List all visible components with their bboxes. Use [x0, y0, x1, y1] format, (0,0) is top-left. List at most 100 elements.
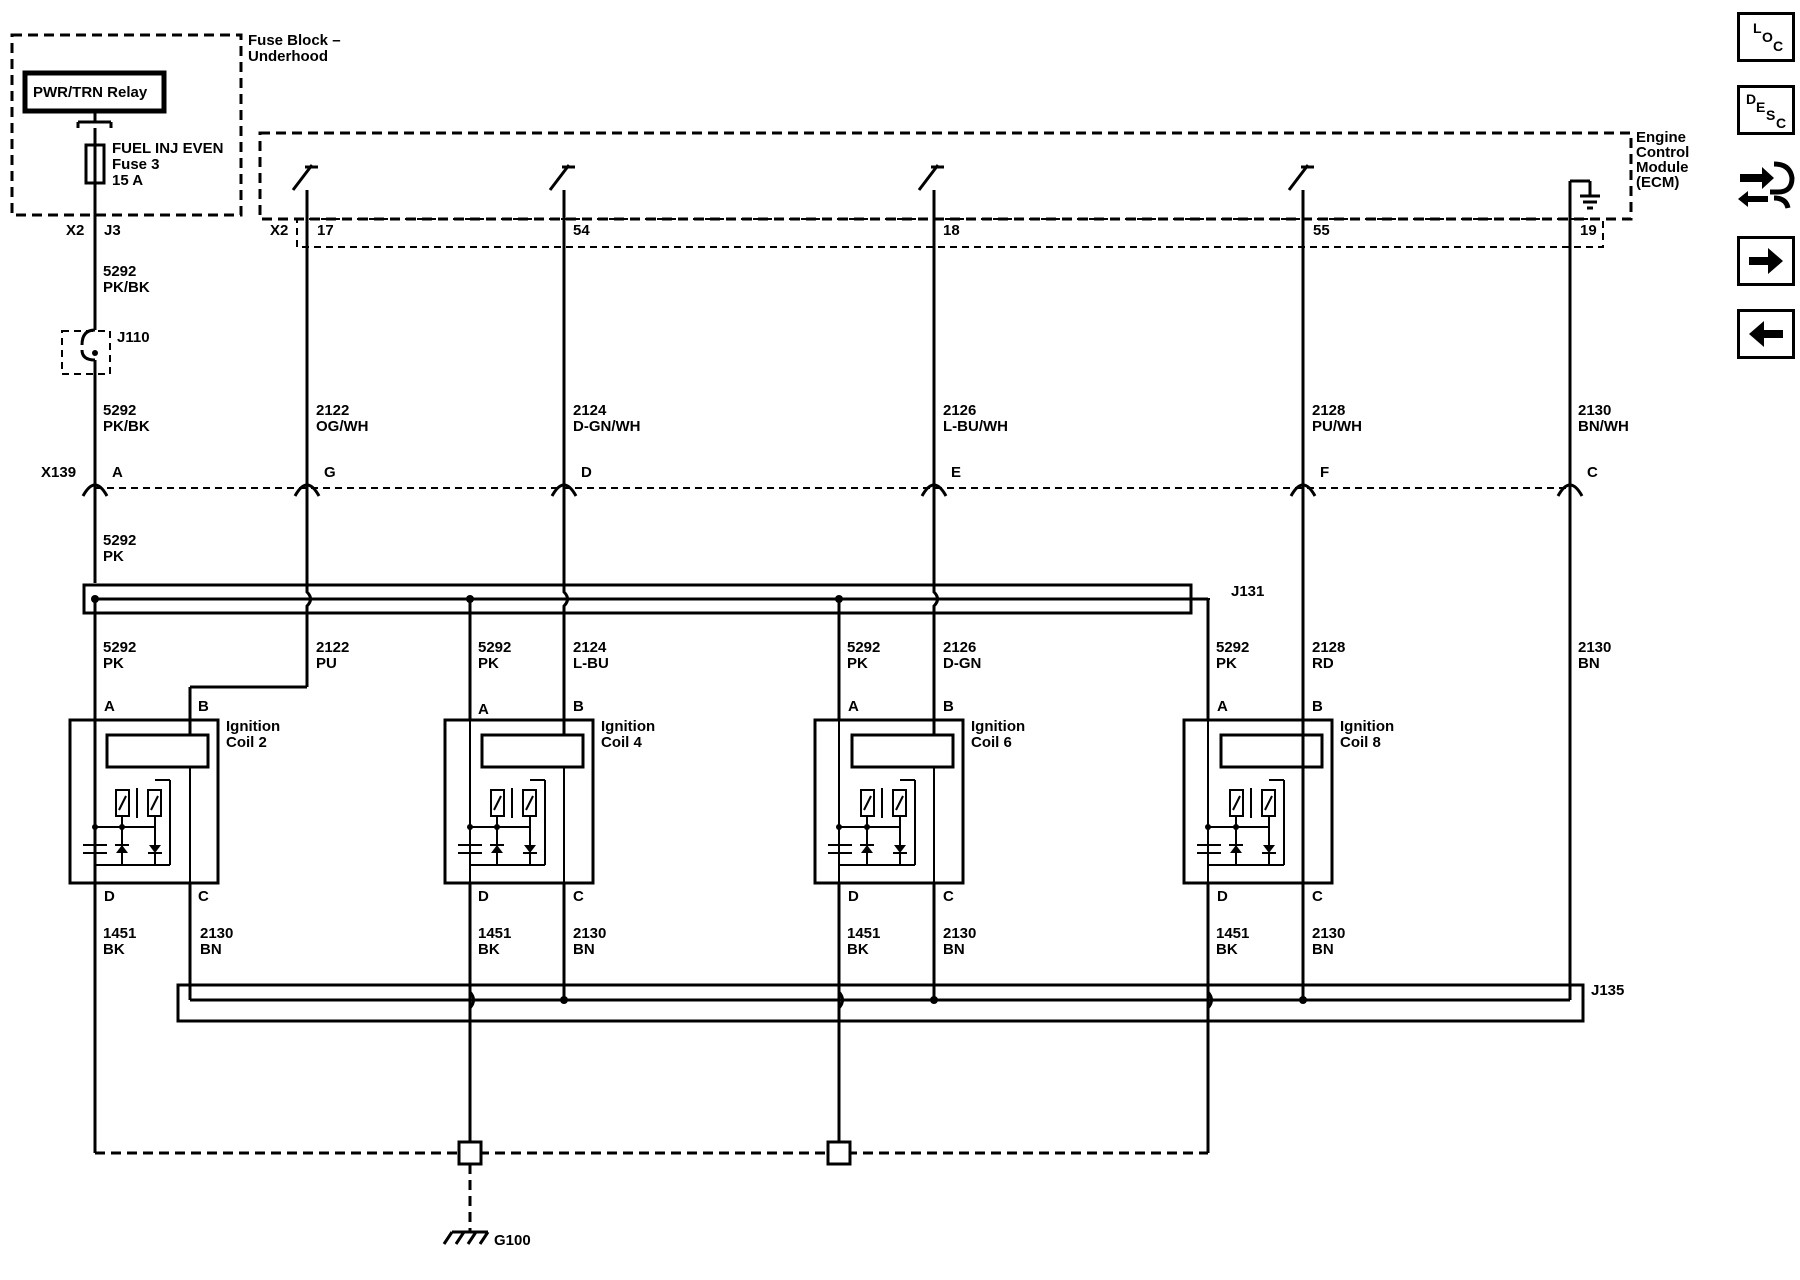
mid-c2: 2122	[316, 639, 349, 656]
c8-pin-a: A	[1217, 698, 1228, 715]
ecm-outline	[258, 131, 1633, 221]
x139-terminals	[81, 483, 1584, 505]
c4-pin-a: A	[478, 701, 489, 718]
ignition-coil-4	[443, 718, 595, 885]
bot-c8: 2130	[1312, 925, 1345, 942]
c4-pin-d: D	[478, 888, 489, 905]
mid-col3: PK	[478, 655, 499, 672]
wire-label-c3: 2122	[316, 402, 349, 419]
bot-col1: BK	[103, 941, 125, 958]
fuse-block-title-1: Fuse Block –	[248, 32, 341, 49]
wire-label-c2: 5292	[103, 402, 136, 419]
coil6-l2: Coil 6	[971, 734, 1012, 751]
bot-col4: BN	[573, 941, 595, 958]
bot-col7: BK	[1216, 941, 1238, 958]
mid-c3: 5292	[478, 639, 511, 656]
bot-c2: 2130	[200, 925, 233, 942]
c6-pin-d: D	[848, 888, 859, 905]
wire-label-col1: PK/BK	[103, 279, 150, 296]
coil4-l1: Ignition	[601, 718, 655, 735]
loc-letter-o: O	[1762, 29, 1773, 45]
c2-pin-c: C	[198, 888, 209, 905]
ecm-pin-17: 17	[317, 222, 334, 239]
coil2-l2: Coil 2	[226, 734, 267, 751]
c2-pin-b: B	[198, 698, 209, 715]
coil6-l1: Ignition	[971, 718, 1025, 735]
ignition-coil-8	[1182, 718, 1334, 885]
bot-col3: BK	[478, 941, 500, 958]
mid-col5: PK	[847, 655, 868, 672]
ecm-pin-54: 54	[573, 222, 590, 239]
mid-col4: L-BU	[573, 655, 609, 672]
c8-pin-b: B	[1312, 698, 1323, 715]
wire-label-col4: D-GN/WH	[573, 418, 641, 435]
location-view-button[interactable]: L O C	[1737, 12, 1795, 62]
j110-label: J110	[117, 329, 150, 346]
ignition-coil-2	[68, 718, 220, 885]
ecm-label-2: Control	[1636, 144, 1689, 161]
bot-c3: 1451	[478, 925, 511, 942]
ecm-conn: X2	[270, 222, 288, 239]
coil8-l2: Coil 8	[1340, 734, 1381, 751]
fuse-num: Fuse 3	[112, 156, 160, 173]
bot-col8: BN	[1312, 941, 1334, 958]
fuse-conn: X2	[66, 222, 84, 239]
c6-pin-c: C	[943, 888, 954, 905]
mid-c4: 2124	[573, 639, 607, 656]
wire-label-col3: OG/WH	[316, 418, 369, 435]
wire-label-c6: 2128	[1312, 402, 1345, 419]
fuse-block-title-2: Underhood	[248, 48, 328, 65]
bot-col6: BN	[943, 941, 965, 958]
ecm-label-1: Engine	[1636, 129, 1686, 146]
mid-c9: 2130	[1578, 639, 1611, 656]
desc-letter-e: E	[1756, 99, 1765, 115]
mid-col8: RD	[1312, 655, 1334, 672]
bot-c7: 1451	[1216, 925, 1249, 942]
ground-splice-1	[457, 1140, 483, 1166]
desc-letter-d: D	[1746, 91, 1756, 107]
c6-pin-b: B	[943, 698, 954, 715]
mid-col7: PK	[1216, 655, 1237, 672]
bot-c4: 2130	[573, 925, 606, 942]
description-view-button[interactable]: D E S C	[1737, 85, 1795, 135]
wire-label-col2: PK/BK	[103, 418, 150, 435]
c4-pin-c: C	[573, 888, 584, 905]
ecm-driver-switches	[291, 164, 1600, 210]
ecm-label-4: (ECM)	[1636, 174, 1679, 191]
x139-pin-g: G	[324, 464, 336, 481]
arrow-left-icon	[1749, 321, 1783, 347]
x139-label: X139	[41, 464, 76, 481]
c8-pin-c: C	[1312, 888, 1323, 905]
wire-label-col5: L-BU/WH	[943, 418, 1008, 435]
x139-pin-f: F	[1320, 464, 1329, 481]
wire-label-below-x139-col: PK	[103, 548, 124, 565]
wire-label-col7: BN/WH	[1578, 418, 1629, 435]
fuse-name: FUEL INJ EVEN	[112, 140, 223, 157]
wire-label-col6: PU/WH	[1312, 418, 1362, 435]
x139-pin-e: E	[951, 464, 961, 481]
loc-letter-c: C	[1773, 38, 1783, 54]
splice-j110	[61, 330, 111, 375]
desc-letter-s: S	[1766, 107, 1775, 123]
c6-pin-a: A	[848, 698, 859, 715]
x139-pin-a: A	[112, 464, 123, 481]
ecm-label-3: Module	[1636, 159, 1689, 176]
previous-page-button[interactable]	[1737, 309, 1795, 359]
splice-j135	[176, 983, 1585, 1023]
c4-pin-b: B	[573, 698, 584, 715]
connector-view-button[interactable]	[1734, 152, 1798, 218]
wire-label-c4: 2124	[573, 402, 607, 419]
ground-splice-2	[826, 1140, 852, 1166]
j131-label: J131	[1231, 583, 1264, 600]
fuse-amp: 15 A	[112, 172, 143, 189]
coil4-l2: Coil 4	[601, 734, 642, 751]
coil2-l1: Ignition	[226, 718, 280, 735]
bot-c1: 1451	[103, 925, 136, 942]
ecm-connector-outline	[296, 218, 1604, 248]
ecm-pin-19: 19	[1580, 222, 1597, 239]
wire-label-below-x139-c: 5292	[103, 532, 136, 549]
next-page-button[interactable]	[1737, 236, 1795, 286]
fuse-block-outline	[10, 33, 243, 217]
mid-c8: 2128	[1312, 639, 1345, 656]
